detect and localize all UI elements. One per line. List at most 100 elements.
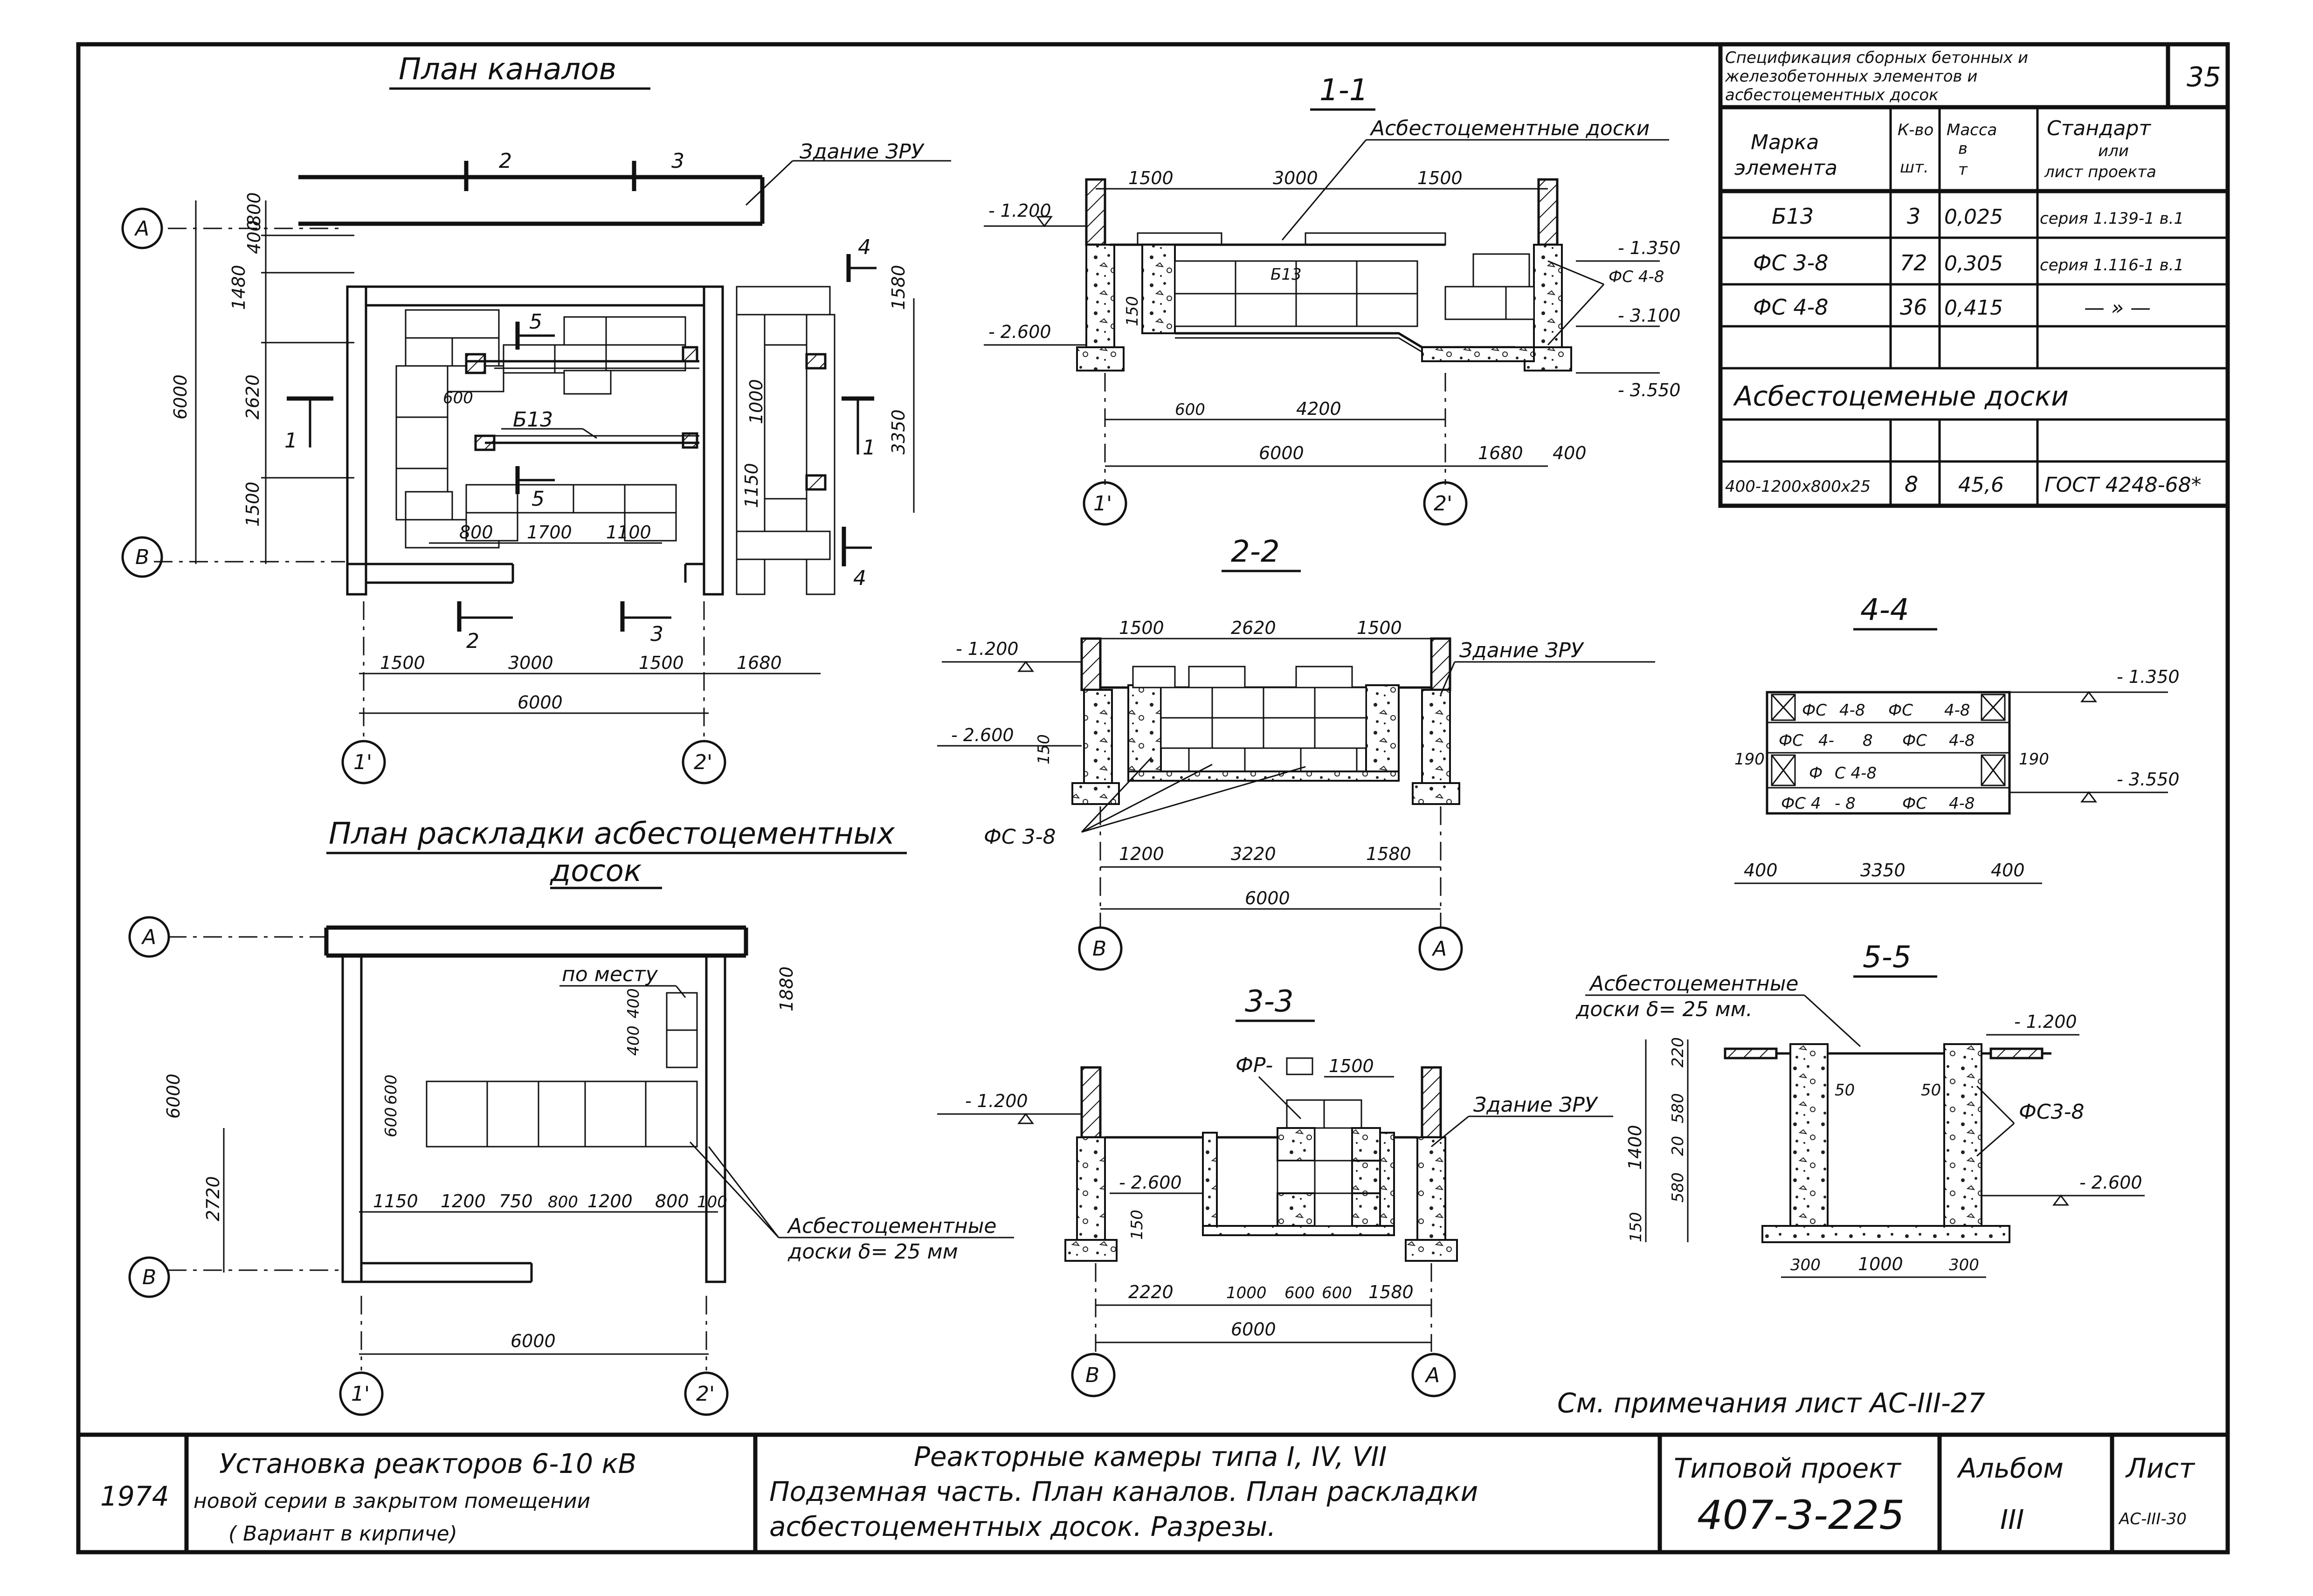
element-label: ФС3-8 [2019, 1100, 2084, 1124]
hatched-insert [805, 353, 827, 370]
cell-mark: ФС 3-8 [1753, 250, 1828, 275]
channel-blocks [395, 309, 699, 549]
dim-label: 580 [1669, 1172, 1687, 1203]
title-desc-1: Установка реакторов 6-10 кВ [219, 1448, 636, 1479]
foundation [1083, 689, 1113, 784]
element-box [1286, 1057, 1313, 1075]
dim-label: 1100 [606, 522, 651, 543]
block [395, 365, 449, 418]
cell-std: — » — [2084, 296, 2151, 320]
compartment-blocks [736, 286, 835, 595]
dim-label: 1500 [1357, 618, 1402, 638]
dim-label: 50 [1921, 1081, 1941, 1100]
board-layout [426, 992, 698, 1148]
sheet-frame [76, 42, 2230, 1555]
col-header: шт. [1900, 158, 1929, 177]
block [1211, 687, 1264, 719]
cut-mark-1-left: 1 [284, 396, 333, 453]
section-1-1: 1-1 Асбестоцементные доски [984, 73, 1681, 526]
block [1505, 286, 1535, 320]
board [666, 992, 698, 1031]
axis-label: А [1431, 937, 1447, 961]
dim-label: 1400 [1625, 1125, 1645, 1170]
cut-mark-label: 1 [863, 436, 876, 460]
note-reference: См. примечания лист АС-III-27 [1557, 1387, 1985, 1419]
dim-label: 600 [382, 1074, 400, 1105]
cut-mark-3-top: 3 [632, 149, 684, 191]
footing [1076, 346, 1125, 371]
hatched-insert [805, 474, 827, 491]
level-mark [2080, 791, 2097, 803]
axis-label: 1' [1093, 492, 1112, 516]
album-label: Альбом [1956, 1452, 2064, 1484]
cell-mark: 400-1200х800х25 [1725, 477, 1871, 496]
block [1211, 717, 1264, 749]
dim-label: 6000 [518, 692, 563, 713]
dim-label: 400 [1553, 443, 1587, 463]
section-title: 2-2 [1231, 535, 1280, 569]
title-main-3: асбестоцементных досок. Разрезы. [769, 1511, 1276, 1542]
section-3-3: 3-3 ФР- 1500 - 1.200 [937, 984, 1613, 1397]
board [538, 1080, 586, 1148]
spec-title-1: Спецификация сборных бетонных и [1725, 48, 2028, 67]
dim-label: 1580 [1366, 844, 1411, 864]
dim-label: 1700 [527, 522, 572, 543]
dim-label: 2720 [203, 1176, 223, 1221]
sheet-code: АС-III-30 [2118, 1510, 2187, 1528]
cut-mark-label: 3 [650, 622, 663, 646]
block [405, 337, 453, 367]
dim-label: 3000 [508, 653, 553, 673]
axis-bubble-2 [1423, 481, 1468, 526]
dim-label: 1150 [741, 463, 762, 508]
level-label: - 1.200 [988, 200, 1051, 221]
block [605, 316, 686, 346]
dim-label: 600 [1175, 400, 1205, 419]
block [1263, 687, 1316, 719]
axis-label-1: 1' [353, 750, 372, 774]
channel-floor-conc [1421, 346, 1535, 362]
level-mark [2080, 691, 2097, 702]
leader [1431, 1115, 1469, 1148]
block [736, 286, 831, 316]
element-label: ФС 3-8 [984, 825, 1056, 849]
cut-mark-5-top: 5 [515, 310, 555, 350]
element-label: ФС 4-8 [1609, 268, 1664, 286]
axis-label-2: 2' [696, 1382, 715, 1406]
leader [1547, 283, 1605, 346]
board [426, 1080, 488, 1148]
col-header: Марка [1751, 131, 1819, 154]
leader [1081, 766, 1306, 833]
block-label: 4-8 [1949, 731, 1975, 750]
leader [1976, 1085, 2015, 1124]
leader [1281, 139, 1367, 241]
block [1188, 666, 1246, 688]
block [1244, 747, 1302, 772]
channel-wall [1379, 1132, 1395, 1227]
cut-mark-label: 4 [858, 235, 871, 259]
spec-title-3: асбестоцементных досок [1725, 86, 1939, 104]
block-label: ФС 4 [1781, 794, 1821, 813]
col-header: элемента [1734, 156, 1837, 180]
title-year: 1974 [100, 1480, 169, 1512]
cell-mass: 0,305 [1944, 252, 2003, 275]
element-b13-label: Б13 [513, 408, 553, 432]
dim-label: 150 [1123, 296, 1142, 326]
block [736, 530, 831, 560]
cell-mass: 45,6 [1958, 473, 2004, 497]
axis-label: В [1085, 1363, 1099, 1387]
block [1351, 1192, 1381, 1227]
block [573, 484, 626, 514]
axis-label-a: А [134, 217, 149, 241]
block-label: С 4-8 [1835, 764, 1877, 783]
building-label: Здание ЗРУ [1473, 1093, 1599, 1117]
dim-label: 600 [1284, 1284, 1315, 1302]
block [1356, 293, 1418, 327]
x-box [1981, 754, 2006, 786]
dim-label: 1480 [228, 265, 249, 310]
channel-floor [1761, 1225, 2010, 1243]
axis-label: А [1424, 1363, 1440, 1387]
cut-mark-label: 4 [853, 566, 866, 590]
wall-left [346, 285, 367, 596]
foundation [1085, 244, 1115, 348]
